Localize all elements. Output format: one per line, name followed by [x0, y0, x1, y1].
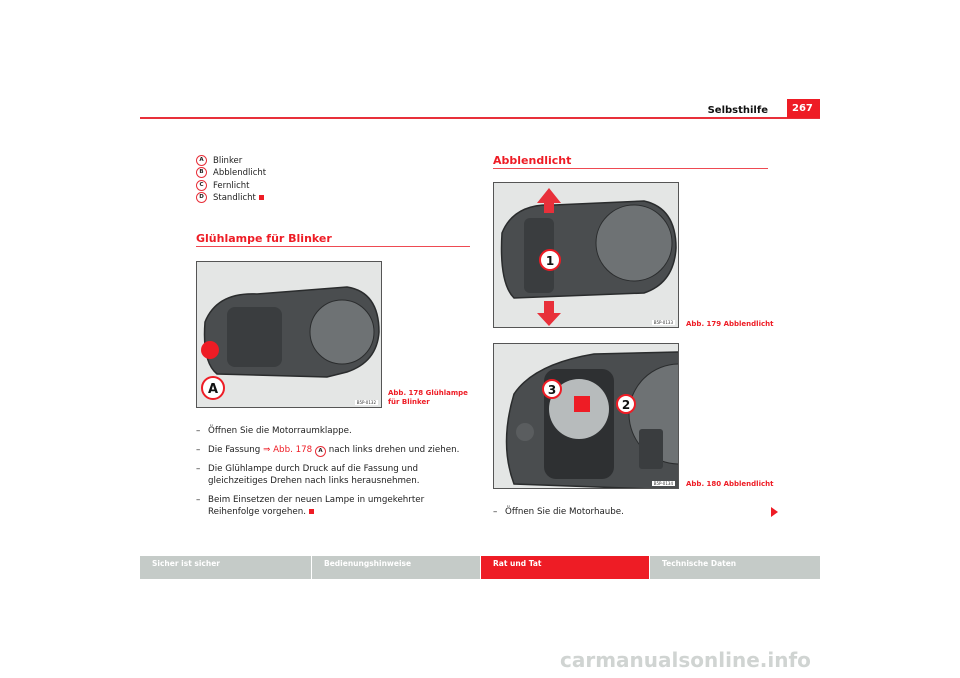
figure-link[interactable]: ⇒ Abb. 178 [263, 445, 313, 455]
page-number: 267 [787, 99, 820, 118]
marker-a-icon: A [314, 446, 326, 457]
figure-178: A B5P-0132 [196, 261, 382, 408]
legend-item: B Abblendlicht [196, 167, 266, 178]
section-heading: Abblendlicht [493, 154, 572, 167]
legend-item: D Standlicht [196, 192, 264, 203]
end-square-icon [309, 509, 315, 514]
section-heading: Glühlampe für Blinker [196, 232, 332, 245]
image-code: B5P-0134 [651, 481, 675, 486]
heading-rule [196, 246, 470, 247]
chapter-title: Selbsthilfe [707, 105, 768, 116]
heading-rule [493, 168, 768, 169]
figure-marker: 2 [622, 398, 630, 412]
step: –Die Fassung ⇒ Abb. 178 A nach links dre… [196, 445, 460, 457]
footer-tab-technische-daten[interactable]: Technische Daten [650, 556, 820, 579]
step: –Öffnen Sie die Motorraumklappe. [196, 426, 352, 436]
figure-marker: 1 [546, 254, 554, 268]
figure-marker: 3 [548, 383, 556, 397]
marker-c-icon: C [196, 180, 207, 191]
marker-d-icon: D [196, 192, 207, 203]
legend-label: Standlicht [213, 192, 256, 203]
figure-marker: A [208, 382, 218, 397]
step: –Beim Einsetzen der neuen Lampe in umgek… [196, 495, 425, 517]
footer-tab-rat-und-tat[interactable]: Rat und Tat [481, 556, 649, 579]
legend-label: Fernlicht [213, 180, 250, 191]
watermark: carmanualsonline.info [560, 648, 811, 672]
figure-caption: Abb. 178 Glühlampe für Blinker [388, 389, 468, 406]
legend-item: C Fernlicht [196, 180, 250, 191]
footer-tab-sicher[interactable]: Sicher ist sicher [140, 556, 311, 579]
headlight-illustration: 1 [500, 188, 677, 326]
image-code: B5P-0132 [354, 400, 378, 405]
legend-label: Abblendlicht [213, 167, 267, 178]
step: –Die Glühlampe durch Druck auf die Fassu… [196, 464, 420, 486]
footer-tab-bedienung[interactable]: Bedienungshinweise [312, 556, 480, 579]
headlight-illustration: A [201, 286, 380, 400]
step: –Öffnen Sie die Motorhaube. [493, 507, 624, 517]
figure-caption: Abb. 180 Abblendlicht [686, 480, 774, 488]
marker-a-icon: A [196, 155, 207, 166]
legend-item: A Blinker [196, 155, 242, 166]
headlight-illustration: 3 2 [505, 351, 678, 488]
figure-180: 3 2 B5P-0134 [493, 343, 679, 489]
figure-caption: Abb. 179 Abblendlicht [686, 320, 774, 328]
end-square-icon [258, 195, 264, 200]
legend-label: Blinker [213, 155, 243, 166]
image-code: B5P-0133 [651, 320, 675, 325]
figure-179: 1 B5P-0133 [493, 182, 679, 328]
marker-b-icon: B [196, 167, 207, 178]
header-rule [140, 117, 820, 119]
continue-arrow-icon [771, 507, 778, 517]
